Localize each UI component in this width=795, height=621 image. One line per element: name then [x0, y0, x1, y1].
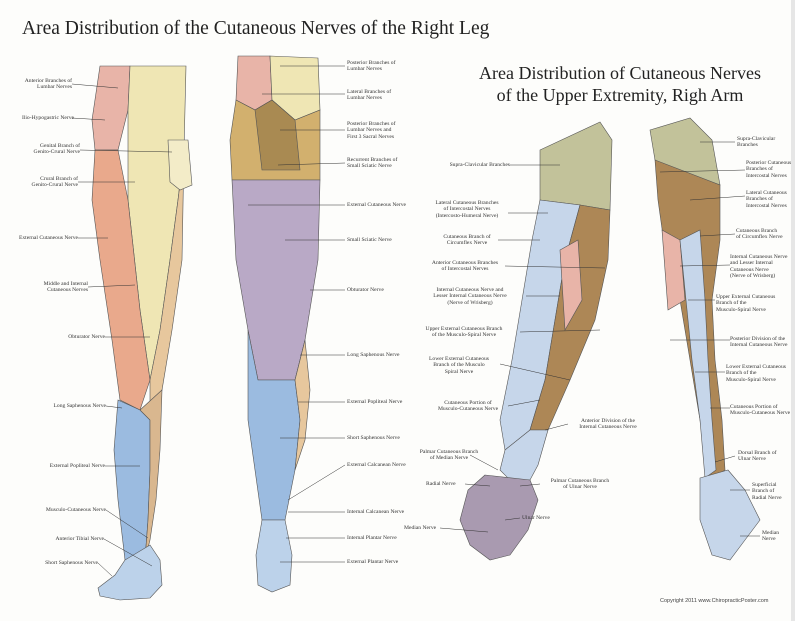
label-anterior-cutaneous-intercostal: Anterior Cutaneous Branches of Intercost… — [425, 260, 505, 273]
label-external-popliteal-back: External Popliteal Nerve — [347, 399, 427, 405]
page-edge — [791, 0, 795, 621]
label-posterior-division-internal: Posterior Division of the Internal Cutan… — [730, 336, 794, 349]
back-leg-heel — [256, 520, 292, 592]
front-leg-pink-region — [92, 66, 130, 150]
label-anterior-branches-lumbar: Anterior Branches of Lumbar Nerves — [10, 78, 72, 91]
label-dorsal-ulnar: Dorsal Branch of Ulnar Nerve — [738, 450, 794, 463]
label-posterior-cutaneous-intercostal: Posterior Cutaneous Branches of Intercos… — [746, 160, 795, 179]
label-musculo-cutaneous-front: Musculo-Cutaneous Nerve — [14, 507, 106, 513]
arm-back-hand — [700, 470, 760, 560]
label-external-cutaneous: External Cutaneous Nerve — [4, 235, 78, 241]
label-short-saphenous-front: Short Saphenous Nerve — [8, 560, 98, 566]
arm-front-figure — [460, 122, 612, 560]
label-lateral-branches-lumbar: Lateral Branches of Lumbar Nerves — [347, 89, 427, 102]
label-supra-clavicular-front: Supra-Clavicular Branches — [420, 162, 510, 168]
label-long-saphenous-back: Long Saphenous Nerve — [347, 352, 427, 358]
label-external-popliteal-front: External Popliteal Nerve — [14, 463, 105, 469]
label-genital-branch: Genital Branch of Genito-Crural Nerve — [10, 143, 80, 156]
label-middle-internal-cutaneous: Middle and Internal Cutaneous Nerves — [10, 281, 88, 294]
back-leg-lavender — [232, 180, 320, 380]
label-external-calcanean: External Calcanean Nerve — [347, 462, 427, 468]
copyright-text: Copyright 2011 www.ChiropracticPoster.co… — [660, 598, 768, 604]
label-radial-front: Radial Nerve — [426, 481, 466, 487]
label-palmar-median: Palmar Cutaneous Branch of Median Nerve — [414, 449, 484, 462]
front-leg-genital-region — [168, 140, 192, 190]
label-supra-clavicular-back: Supra-Clavicular Branches — [737, 136, 795, 149]
label-recurrent-branches: Recurrent Branches of Small Sciatic Nerv… — [347, 157, 427, 170]
label-ulnar-front: Ulnar Nerve — [522, 515, 572, 521]
label-internal-cutaneous-back: Internal Cutaneous Nerve and Lesser Inte… — [730, 254, 794, 280]
label-crural-branch: Crural Branch of Genito-Crural Nerve — [10, 176, 78, 189]
label-palmar-ulnar: Palmar Cutaneous Branch of Ulnar Nerve — [540, 478, 620, 491]
label-external-cutaneous-back: External Cutaneous Nerve — [347, 202, 437, 208]
label-lower-external-cutaneous-front: Lower External Cutaneous Branch of the M… — [418, 356, 500, 375]
label-long-saphenous-front: Long Saphenous Nerve — [14, 403, 106, 409]
label-circumflex-front: Cutaneous Branch of Circumflex Nerve — [436, 234, 498, 247]
back-leg-figure — [230, 56, 320, 592]
arm-front-shoulder — [540, 122, 612, 210]
label-anterior-division-internal: Anterior Division of the Internal Cutane… — [568, 418, 648, 431]
label-anterior-tibial: Anterior Tibial Nerve — [14, 536, 104, 542]
label-short-saphenous-back: Short Saphenous Nerve — [347, 435, 427, 441]
label-circumflex-back: Cutaneous Branch of Circumflex Nerve — [736, 228, 794, 241]
label-posterior-branches-lumbar: Posterior Branches of Lumbar Nerves — [347, 60, 427, 73]
label-external-plantar: External Plantar Nerve — [347, 559, 427, 565]
label-musculo-cutaneous-arm-back: Cutaneous Portion of Musculo-Cutaneous N… — [730, 404, 794, 417]
label-posterior-branches-sacral: Posterior Branches of Lumbar Nerves and … — [347, 121, 429, 140]
back-leg-top-pink — [236, 56, 272, 110]
label-internal-calcanean: Internal Calcanean Nerve — [347, 509, 427, 515]
label-upper-external-cutaneous-front: Upper External Cutaneous Branch of the M… — [408, 326, 520, 339]
label-lateral-cutaneous-back: Lateral Cutaneous Branches of Intercosta… — [746, 190, 795, 209]
label-ilio-hypogastric: Ilio-Hypogastric Nerve — [4, 115, 74, 121]
front-leg-figure — [92, 66, 192, 600]
label-obturator-front: Obturator Nerve — [20, 334, 105, 340]
label-internal-cutaneous-front: Internal Cutaneous Nerve and Lesser Inte… — [414, 287, 526, 306]
label-median-back: Median Nerve — [762, 530, 794, 543]
label-upper-external-cutaneous-back: Upper External Cutaneous Branch of the M… — [716, 294, 794, 313]
label-superficial-radial: Superficial Branch of Radial Nerve — [752, 482, 794, 501]
label-lateral-cutaneous-intercostal: Lateral Cutaneous Branches of Intercosta… — [426, 200, 508, 219]
label-small-sciatic: Small Sciatic Nerve — [347, 237, 427, 243]
label-internal-plantar: Internal Plantar Nerve — [347, 535, 427, 541]
label-lower-external-cutaneous-back: Lower External Cutaneous Branch of the M… — [726, 364, 794, 383]
label-median-front: Median Nerve — [404, 525, 444, 531]
label-musculo-cutaneous-arm-front: Cutaneous Portion of Musculo-Cutaneous N… — [428, 400, 508, 413]
